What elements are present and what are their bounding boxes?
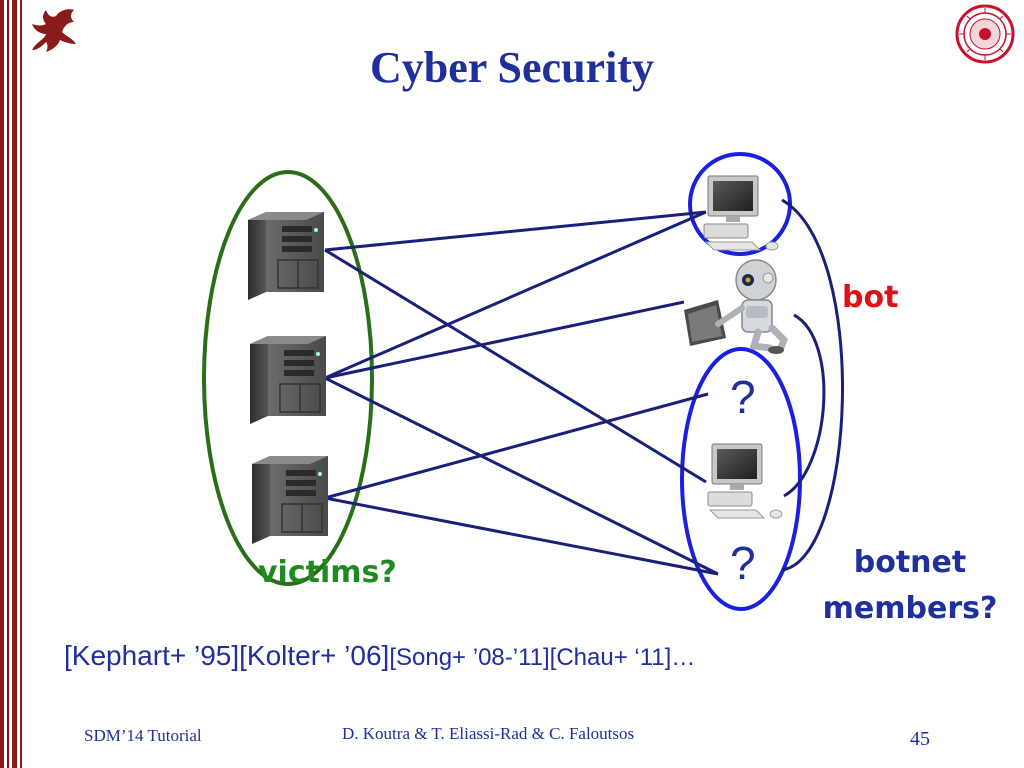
edge-server1-desktop1 <box>324 210 707 252</box>
botnet-bracket-outer <box>781 198 845 572</box>
server-icon <box>251 455 329 545</box>
references: [Kephart+ ’95][Kolter+ ’06][Song+ ’08-’1… <box>64 640 695 672</box>
victims-ellipse <box>202 170 374 586</box>
botnet-members-label: botnet members? <box>808 540 1012 632</box>
edge-server2-desktop1 <box>324 210 707 380</box>
edge-server1-desktop2 <box>324 248 707 484</box>
edge-server2-question2 <box>324 376 719 576</box>
references-part2: [Song+ ’08-’11][Chau+ ‘11]… <box>389 644 696 671</box>
left-border-rule <box>0 0 24 768</box>
university-seal <box>955 4 1015 64</box>
botnet-label-line1: botnet <box>853 545 967 580</box>
botnet-bracket-inner <box>783 313 826 498</box>
dragon-logo <box>32 9 76 52</box>
footer-center: D. Koutra & T. Eliassi-Rad & C. Faloutso… <box>342 724 635 743</box>
victims-label: victims? <box>258 555 397 590</box>
edge-server3-question2 <box>324 496 719 576</box>
unknown-node-question-mark: ? <box>730 537 756 589</box>
footer-left: SDM’14 Tutorial <box>84 726 202 745</box>
desktop-computer-icon <box>703 175 779 251</box>
unknown-node-question-mark: ? <box>730 371 756 423</box>
bot-label: bot <box>842 280 899 315</box>
server-icon <box>249 335 327 425</box>
desktop-computer-icon <box>707 443 783 519</box>
robot-typing-icon <box>684 259 789 354</box>
references-part1: [Kephart+ ’95][Kolter+ ’06] <box>64 640 390 671</box>
edge-server2-robot <box>324 300 685 380</box>
server-icon <box>247 211 325 301</box>
botnet-label-line2: members? <box>822 591 998 626</box>
edge-server3-question1 <box>324 392 709 500</box>
footer-page-number: 45 <box>910 728 930 750</box>
slide-title: Cyber Security <box>370 43 654 92</box>
